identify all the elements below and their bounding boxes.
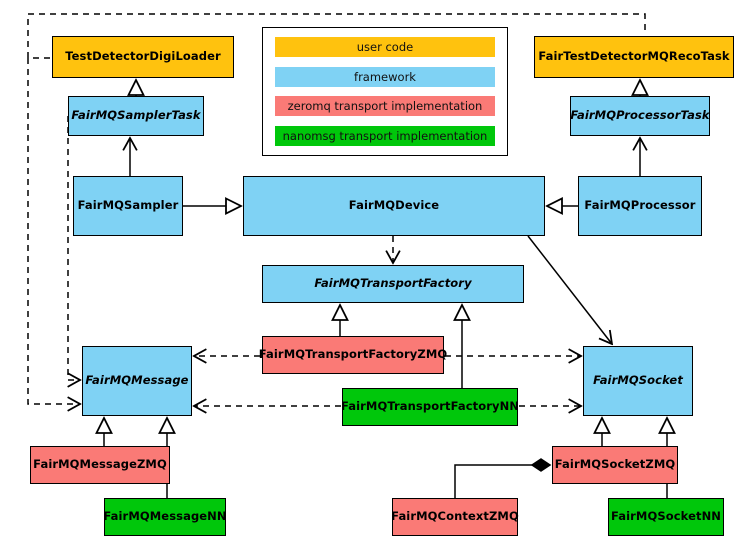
class-box-fairmqsocket[interactable]: FairMQSocket (583, 346, 693, 416)
class-label: TestDetectorDigiLoader (65, 49, 221, 64)
class-box-testdetectordigiloader[interactable]: TestDetectorDigiLoader (52, 36, 234, 78)
class-label: FairMQTransportFactoryNN (340, 399, 520, 414)
class-box-fairtestdetectormqrecotask[interactable]: FairTestDetectorMQRecoTask (534, 36, 734, 78)
class-box-fairmqdevice[interactable]: FairMQDevice (243, 176, 545, 236)
legend-label-user-code: user code (356, 40, 414, 54)
class-label: FairMQContextZMQ (391, 509, 519, 524)
class-label: FairMQMessageZMQ (33, 457, 167, 472)
class-box-fairmqmessagenn[interactable]: FairMQMessageNN (103, 498, 227, 536)
class-label: FairMQSocket (593, 373, 683, 388)
legend-item-user-code: user code (275, 37, 495, 57)
class-label: FairMQSocketNN (610, 509, 722, 524)
class-label: FairMQProcessor (584, 198, 696, 213)
class-label: FairMQDevice (348, 198, 440, 213)
class-label: FairMQTransportFactoryZMQ (258, 347, 448, 362)
class-box-fairmqsocketnn[interactable]: FairMQSocketNN (608, 498, 724, 536)
edge-device-to-socket (527, 235, 612, 344)
legend-item-nanomsg: nanomsg transport implementation (275, 125, 495, 146)
class-label: FairMQProcessorTask (570, 108, 710, 123)
legend-label-zeromq: zeromq transport implementation (287, 99, 483, 114)
legend-label-nanomsg: nanomsg transport implementation (282, 128, 488, 143)
class-box-fairmqcontextzmq[interactable]: FairMQContextZMQ (391, 498, 519, 536)
edge-socketzmq-owns-contextzmq (454, 458, 552, 498)
class-box-fairmqmessagezmq[interactable]: FairMQMessageZMQ (30, 446, 170, 484)
class-label: FairMQSampler (77, 198, 179, 213)
legend-label-framework: framework (354, 69, 416, 84)
class-box-fairmqtransportfactoryzmq[interactable]: FairMQTransportFactoryZMQ (259, 336, 447, 374)
class-label: FairMQTransportFactory (314, 276, 472, 291)
class-box-fairmqmessage[interactable]: FairMQMessage (82, 346, 192, 416)
class-label: FairMQSamplerTask (71, 108, 201, 123)
class-box-fairmqtransportfactorynn[interactable]: FairMQTransportFactoryNN (340, 388, 520, 426)
class-box-fairmqtransportfactory[interactable]: FairMQTransportFactory (262, 265, 524, 303)
edge-recotask-to-message (68, 116, 80, 380)
class-box-fairmqsocketzmq[interactable]: FairMQSocketZMQ (552, 446, 678, 484)
class-label: FairMQSocketZMQ (554, 457, 676, 472)
class-label: FairTestDetectorMQRecoTask (538, 49, 730, 64)
class-box-fairmqsampler[interactable]: FairMQSampler (73, 176, 183, 236)
class-box-fairmqsamplertask[interactable]: FairMQSamplerTask (68, 96, 204, 136)
legend-item-zeromq: zeromq transport implementation (275, 96, 495, 117)
class-label: FairMQMessage (85, 373, 189, 388)
class-box-fairmqprocessor[interactable]: FairMQProcessor (578, 176, 702, 236)
color-legend: user code framework zeromq transport imp… (262, 27, 508, 156)
class-label: FairMQMessageNN (103, 509, 227, 524)
legend-item-framework: framework (275, 66, 495, 87)
class-box-fairmqprocessortask[interactable]: FairMQProcessorTask (570, 96, 710, 136)
